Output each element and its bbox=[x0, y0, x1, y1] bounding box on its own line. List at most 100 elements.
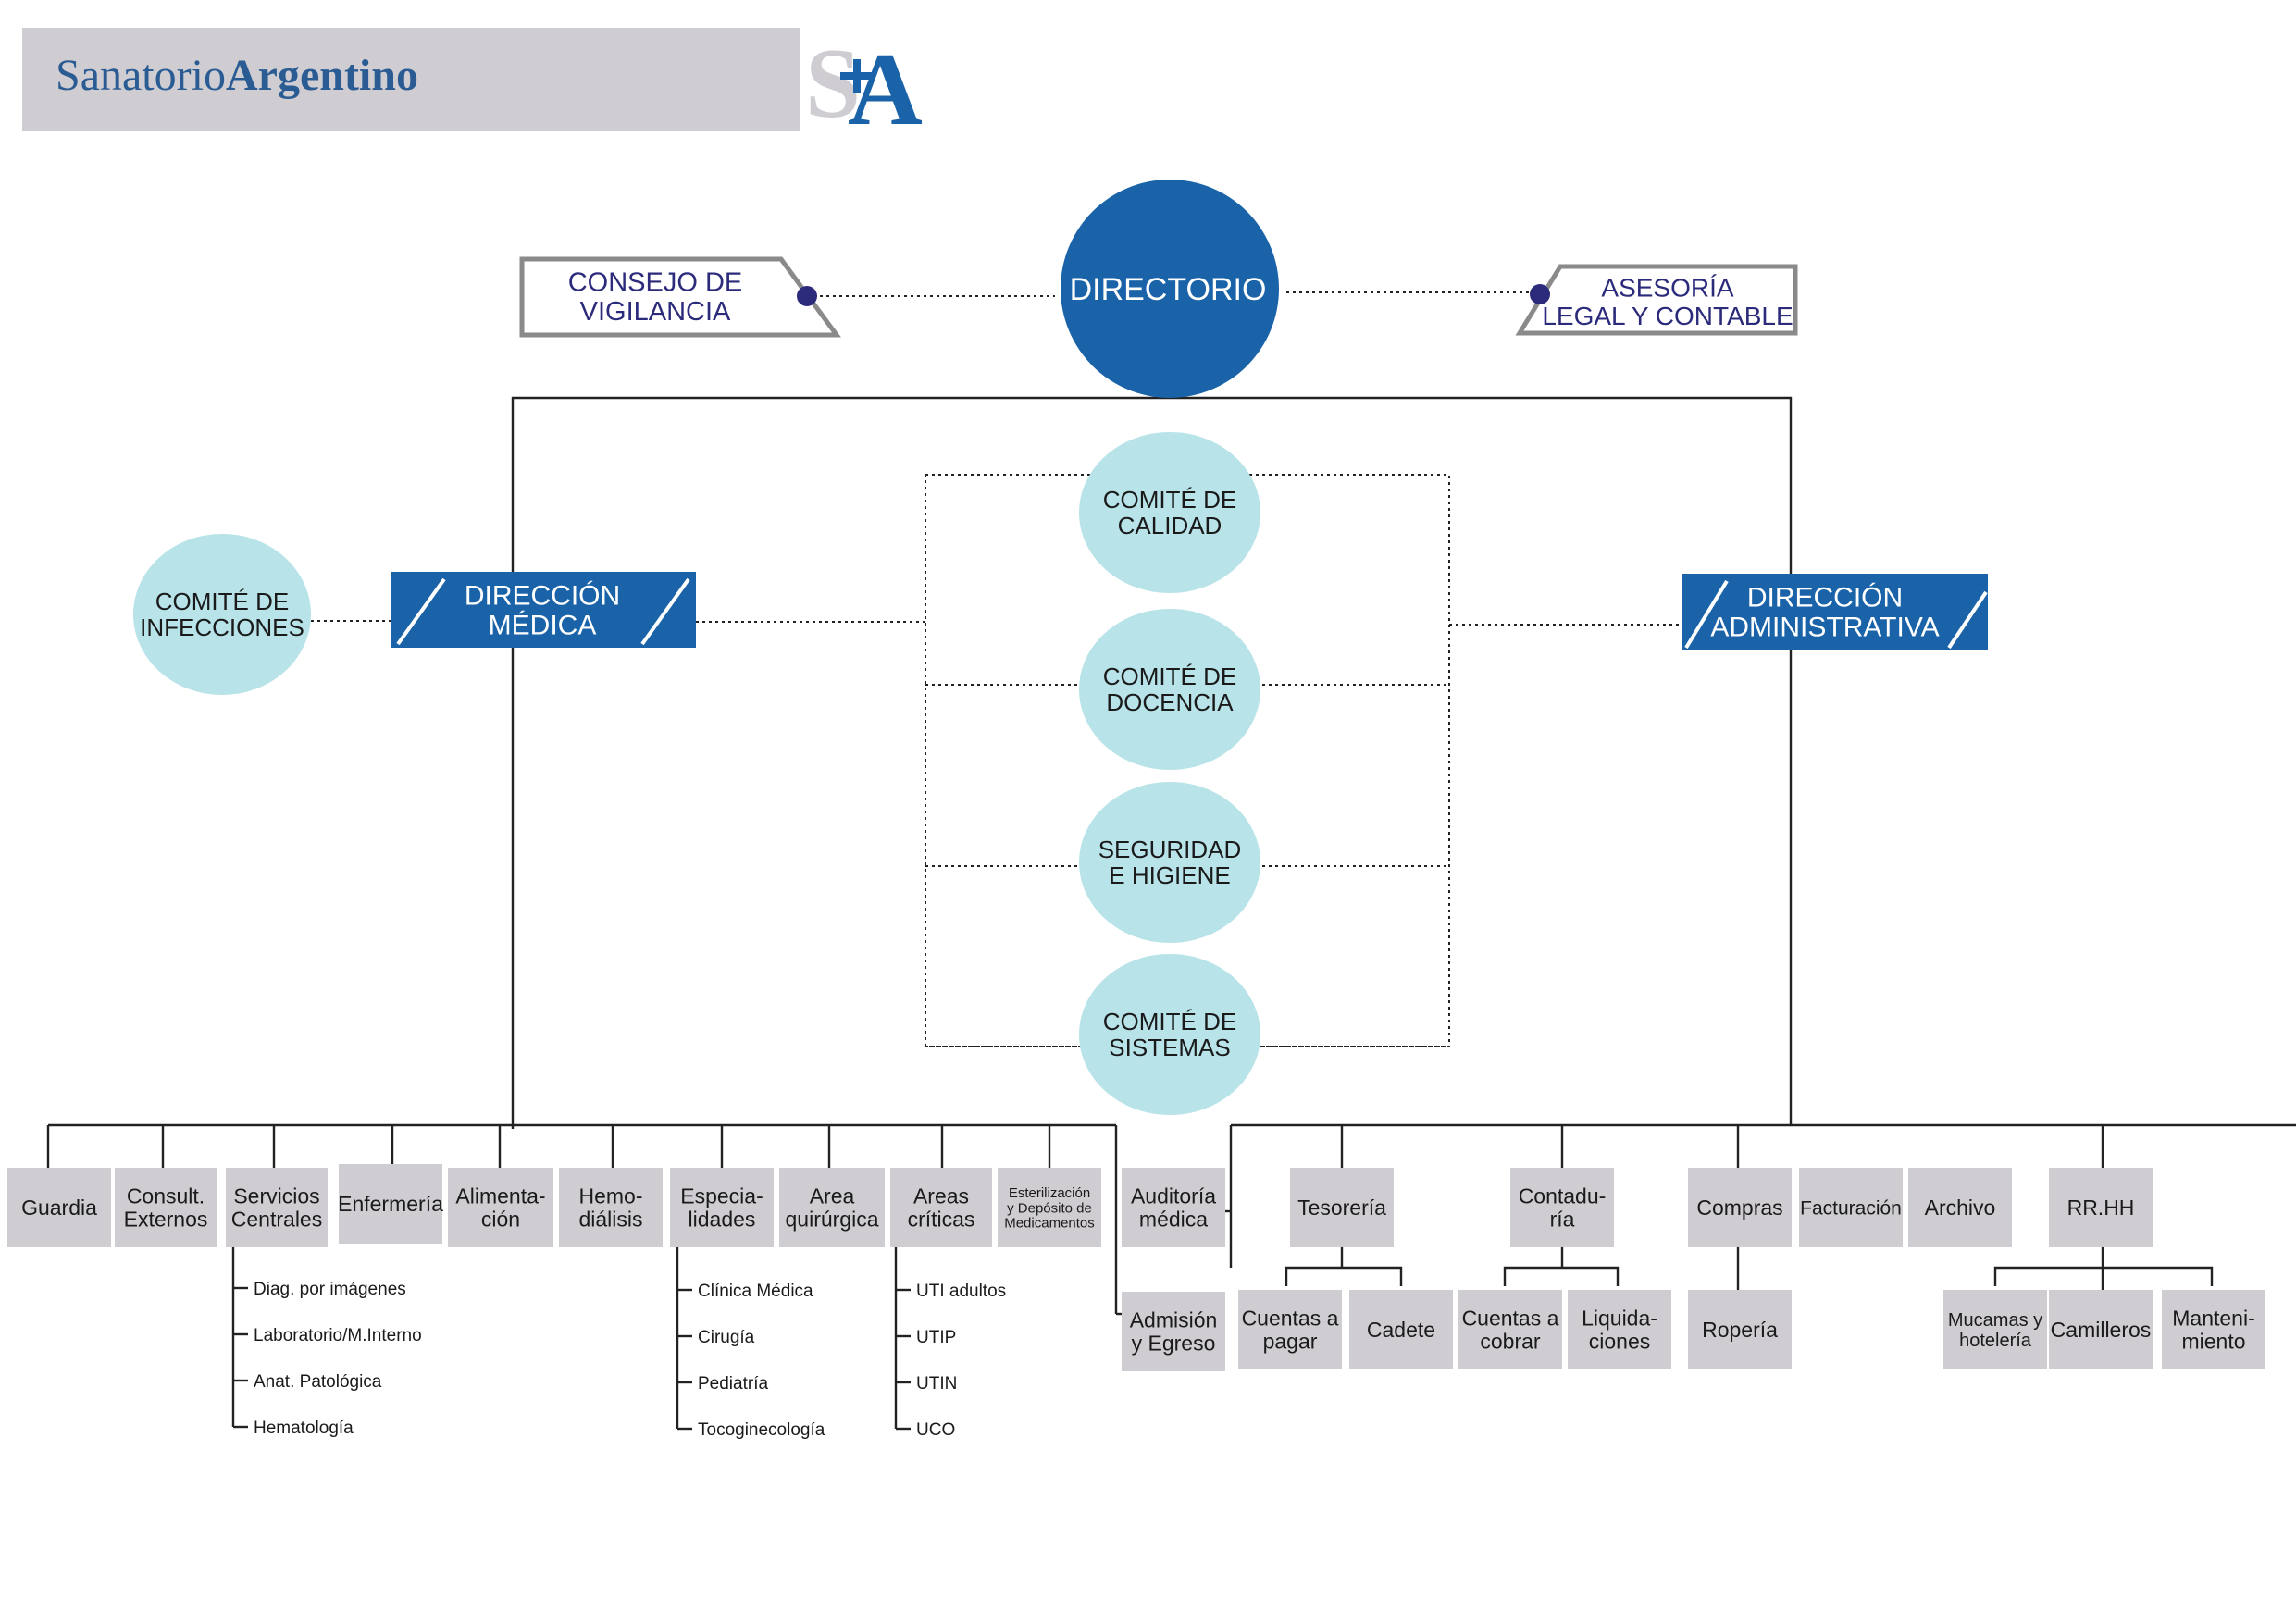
contaduria-sub-liquida-ciones-label-line: Liquida- bbox=[1582, 1307, 1657, 1331]
medical-unit-esterilizacion-y-deposito-de-medicamentos-label-line: y Depósito de bbox=[1007, 1200, 1092, 1216]
medical-unit-guardia-box bbox=[7, 1168, 111, 1247]
tesoreria-sub-cadete-label-line: Cadete bbox=[1367, 1318, 1435, 1342]
tesoreria-sub-cuentas-a-pagar-label-line: pagar bbox=[1263, 1329, 1318, 1353]
medical-unit-guardia-label-line: Guardia bbox=[21, 1196, 97, 1220]
medical-unit-alimenta-cion-label-line: ción bbox=[481, 1207, 520, 1231]
admin-stripe-left bbox=[1684, 579, 1729, 650]
medical-unit-enfermeria-label: Enfermería bbox=[338, 1192, 443, 1216]
committee-comite-de-sistemas-label-line: SISTEMAS bbox=[1109, 1034, 1230, 1061]
especialidades-subitem-item: Clínica Médica bbox=[698, 1282, 813, 1301]
medical-unit-alimenta-cion-box bbox=[448, 1168, 553, 1247]
rrhh-sub-mucamas-y-hoteleria-label-line: hotelería bbox=[1959, 1331, 2032, 1351]
medical-unit-admision-y-egreso-label-line: y Egreso bbox=[1132, 1331, 1216, 1355]
committee-seguridad-e-higiene-shape bbox=[1079, 782, 1260, 943]
medical-unit-admision-y-egreso-label-line: Admisión bbox=[1130, 1308, 1218, 1332]
admin-unit-tesoreria-label: Tesorería bbox=[1297, 1196, 1386, 1220]
rrhh-sub-manteni-miento-label: Manteni-miento bbox=[2172, 1307, 2254, 1354]
medical-unit-consult-externos-label-line: Externos bbox=[124, 1207, 208, 1231]
medical-unit-consult-externos-label: Consult.Externos bbox=[124, 1184, 208, 1232]
tesoreria-sub-cuentas-a-pagar-box bbox=[1238, 1290, 1342, 1369]
servicios-centrales-subitem-item: Hematología bbox=[254, 1419, 354, 1438]
compras-sub-roperia-box bbox=[1688, 1290, 1792, 1369]
committee-comite-de-docencia-shape bbox=[1079, 609, 1260, 770]
servicios-centrales-subitem-item: Diag. por imágenes bbox=[254, 1280, 406, 1299]
rrhh-sub-camilleros-box bbox=[2049, 1290, 2153, 1369]
rrhh-sub-camilleros-label-line: Camilleros bbox=[2051, 1318, 2152, 1342]
rrhh-sub-manteni-miento-label-line: Manteni- bbox=[2172, 1307, 2254, 1331]
admin-unit-facturacion-label: Facturación bbox=[1800, 1197, 1902, 1219]
direccion-administrativa-label-line: DIRECCIÓN bbox=[1747, 582, 1903, 613]
asesoria-label-line: ASESORÍA bbox=[1601, 274, 1733, 303]
committee-comite-de-docencia-label-line: COMITÉ DE bbox=[1103, 663, 1236, 690]
medica-stripe-right bbox=[640, 577, 690, 646]
medical-unit-enfermeria-label-line: Enfermería bbox=[338, 1192, 443, 1216]
medical-unit-esterilizacion-y-deposito-de-medicamentos-label-line: Medicamentos bbox=[1004, 1215, 1095, 1231]
consejo-tag bbox=[519, 256, 841, 338]
sa-logo: S A bbox=[800, 28, 948, 131]
areas-criticas-subitem-item: UTI adultos bbox=[916, 1282, 1006, 1301]
admin-unit-contadu-ria-label: Contadu-ría bbox=[1519, 1184, 1607, 1232]
directorio-circle bbox=[1061, 180, 1279, 398]
committee-comite-de-docencia-label-line: DOCENCIA bbox=[1106, 688, 1234, 716]
especialidades-subitem-item: Cirugía bbox=[698, 1328, 755, 1347]
direccion-administrativa-box bbox=[1682, 574, 1988, 650]
medical-unit-consult-externos-label-line: Consult. bbox=[127, 1184, 205, 1208]
admin-unit-contadu-ria-label-line: Contadu- bbox=[1519, 1184, 1607, 1208]
rrhh-sub-manteni-miento-box bbox=[2162, 1290, 2265, 1369]
brand-name-bold: Argentino bbox=[225, 51, 418, 100]
medical-unit-esterilizacion-y-deposito-de-medicamentos-label-line: Esterilización bbox=[1009, 1185, 1090, 1201]
medical-unit-especia-lidades-label-line: lidades bbox=[689, 1207, 756, 1231]
admin-unit-facturacion-box bbox=[1799, 1168, 1903, 1247]
medical-unit-auditoria-medica-box bbox=[1122, 1168, 1225, 1247]
brand-name-regular: Sanatorio bbox=[56, 51, 226, 100]
medical-unit-admision-y-egreso-box bbox=[1122, 1292, 1225, 1371]
logo-plus-horizontal bbox=[840, 72, 874, 80]
medical-unit-auditoria-medica-label-line: Auditoría bbox=[1131, 1184, 1216, 1208]
medical-unit-guardia-label: Guardia bbox=[21, 1196, 97, 1220]
medical-unit-area-quirurgica-label-line: Area bbox=[810, 1184, 855, 1208]
admin-unit-archivo-box bbox=[1908, 1168, 2012, 1247]
comite-infecciones-label-line: COMITÉ DE bbox=[155, 588, 289, 615]
committee-comite-de-sistemas-label-line: COMITÉ DE bbox=[1103, 1008, 1236, 1035]
medical-unit-consult-externos-box bbox=[115, 1168, 217, 1247]
admin-unit-tesoreria-label-line: Tesorería bbox=[1297, 1196, 1386, 1220]
committee-seguridad-e-higiene-label-line: E HIGIENE bbox=[1109, 861, 1230, 889]
medical-unit-areas-criticas-label-line: Areas bbox=[913, 1184, 969, 1208]
compras-sub-roperia-label-line: Ropería bbox=[1702, 1318, 1778, 1342]
asesoria-label-line: LEGAL Y CONTABLE bbox=[1542, 302, 1793, 330]
areas-criticas-subitem-item: UCO bbox=[916, 1420, 955, 1440]
contaduria-sub-cuentas-a-cobrar-label-line: Cuentas a bbox=[1462, 1307, 1559, 1331]
servicios-centrales-subitem-item: Anat. Patológica bbox=[254, 1372, 382, 1392]
asesoria-tag bbox=[1515, 264, 1798, 336]
admin-unit-archivo-label-line: Archivo bbox=[1925, 1196, 1996, 1220]
medical-unit-servicios-centrales-box bbox=[226, 1168, 328, 1247]
contaduria-sub-cuentas-a-cobrar-box bbox=[1458, 1290, 1562, 1369]
admin-unit-contadu-ria-label-line: ría bbox=[1550, 1207, 1575, 1231]
direccion-medica-label-line: DIRECCIÓN bbox=[465, 580, 620, 611]
medical-unit-especia-lidades-label-line: Especia- bbox=[680, 1184, 763, 1208]
asesoria-dot bbox=[1530, 284, 1550, 304]
rrhh-sub-mucamas-y-hoteleria-box bbox=[1943, 1290, 2047, 1369]
brand-header: SanatorioArgentino bbox=[22, 28, 855, 131]
servicios-centrales-subitem-item: Laboratorio/M.Interno bbox=[254, 1326, 422, 1345]
consejo-dot bbox=[797, 286, 817, 306]
medical-unit-alimenta-cion-label-line: Alimenta- bbox=[455, 1184, 545, 1208]
medical-unit-auditoria-medica-label-line: médica bbox=[1139, 1207, 1208, 1231]
committee-comite-de-calidad-shape bbox=[1079, 432, 1260, 593]
rrhh-sub-mucamas-y-hoteleria-label-line: Mucamas y bbox=[1948, 1310, 2042, 1331]
tesoreria-sub-cadete-label: Cadete bbox=[1367, 1318, 1435, 1342]
medical-unit-hemo-dialisis-box bbox=[559, 1168, 663, 1247]
